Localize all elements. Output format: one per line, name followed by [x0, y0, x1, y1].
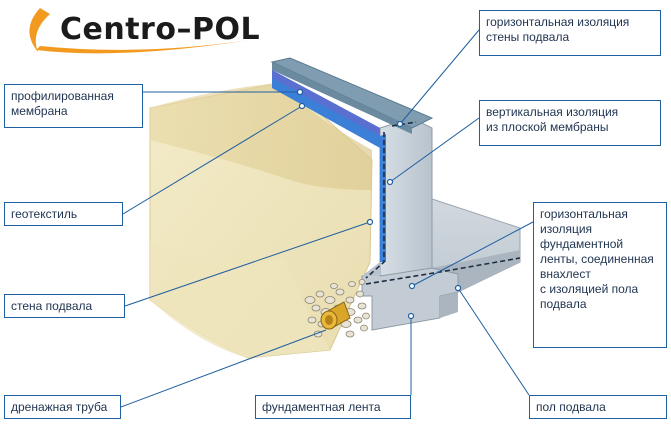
wall-cap	[270, 57, 434, 134]
label-basement-wall: стена подвала	[4, 294, 125, 318]
label-horizontal-foundation-insulation: горизонтальная изоляция фундаментной лен…	[533, 202, 667, 348]
label-basement-floor: пол подвала	[529, 395, 667, 419]
label-profiled-membrane: профилированная мембрана	[4, 84, 143, 128]
logo-swoosh	[29, 8, 250, 54]
drainage-pipe	[320, 301, 351, 330]
leader-lines	[120, 29, 534, 408]
label-drainage-pipe: дренажная труба	[4, 395, 121, 419]
soil-block	[149, 81, 373, 359]
leader-dots	[296, 88, 462, 320]
label-horizontal-wall-insulation: горизонтальная изоляция стены подвала	[479, 10, 661, 56]
label-geotextile: геотекстиль	[4, 202, 123, 226]
label-vertical-insulation: вертикальная изоляция из плоской мембран…	[479, 100, 661, 146]
logo-text: Centro–POL	[60, 12, 261, 47]
company-logo: Centro–POL	[28, 6, 268, 58]
label-foundation-strip: фундаментная лента	[255, 395, 411, 419]
insulation-lines	[365, 121, 521, 285]
